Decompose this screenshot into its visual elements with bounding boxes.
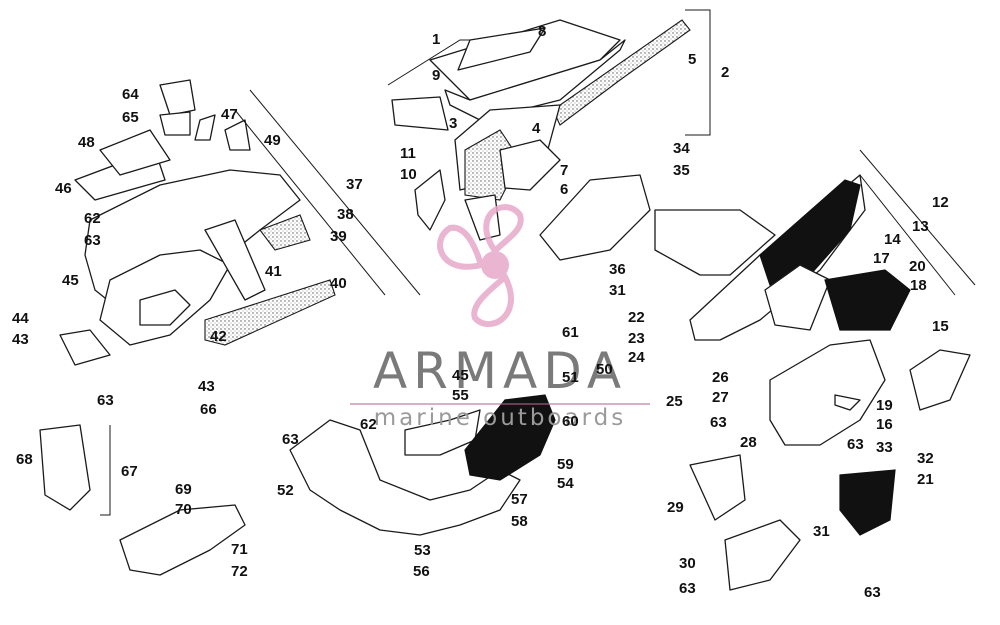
watermark-tagline: marine outboards xyxy=(374,405,626,431)
callout-23: 23 xyxy=(628,330,645,347)
group-brackets xyxy=(100,9,976,516)
callout-63f: 63 xyxy=(679,580,696,597)
callout-63c: 63 xyxy=(282,431,299,448)
propeller-logo-icon xyxy=(437,204,524,328)
callout-48: 48 xyxy=(78,134,95,151)
callout-70: 70 xyxy=(175,501,192,518)
callout-16: 16 xyxy=(876,416,893,433)
callout-63e: 63 xyxy=(847,436,864,453)
hood-dash-assembly xyxy=(59,79,336,366)
callout-51: 51 xyxy=(562,369,579,386)
callout-35: 35 xyxy=(673,162,690,179)
callout-31b: 31 xyxy=(813,523,830,540)
callout-62a: 62 xyxy=(84,210,101,227)
callout-63g: 63 xyxy=(864,584,881,601)
callout-43a: 43 xyxy=(12,331,29,348)
callout-47: 47 xyxy=(221,106,238,123)
callout-45a: 45 xyxy=(62,272,79,289)
callout-69: 69 xyxy=(175,481,192,498)
side-panel-assembly xyxy=(539,174,971,446)
callout-11: 11 xyxy=(400,145,416,162)
callout-38: 38 xyxy=(337,206,354,223)
callout-6: 6 xyxy=(560,181,568,198)
callout-65: 65 xyxy=(122,109,139,126)
callout-34: 34 xyxy=(673,140,690,157)
callout-67: 67 xyxy=(121,463,138,480)
callout-40: 40 xyxy=(330,275,347,292)
callout-60: 60 xyxy=(562,413,579,430)
callout-55: 55 xyxy=(452,387,469,404)
callout-32: 32 xyxy=(917,450,934,467)
windshield-assembly xyxy=(391,19,691,241)
callout-42: 42 xyxy=(210,328,227,345)
callout-7: 7 xyxy=(560,162,568,179)
callout-14: 14 xyxy=(884,231,901,248)
watermark-brand: ARMADA xyxy=(373,342,627,400)
callout-13: 13 xyxy=(912,218,929,235)
callout-12: 12 xyxy=(932,194,949,211)
callout-33: 33 xyxy=(876,439,893,456)
callout-2: 2 xyxy=(721,64,729,81)
callout-31a: 31 xyxy=(609,282,626,299)
callout-20: 20 xyxy=(909,258,926,275)
callout-63b: 63 xyxy=(97,392,114,409)
callout-62b: 62 xyxy=(360,416,377,433)
callout-39: 39 xyxy=(330,228,347,245)
callout-24: 24 xyxy=(628,349,645,366)
callout-50: 50 xyxy=(596,361,613,378)
callout-68: 68 xyxy=(16,451,33,468)
callout-59: 59 xyxy=(557,456,574,473)
callout-15: 15 xyxy=(932,318,949,335)
callout-57: 57 xyxy=(511,491,528,508)
callout-25: 25 xyxy=(666,393,683,410)
callout-18: 18 xyxy=(910,277,927,294)
callout-26: 26 xyxy=(712,369,729,386)
callout-37: 37 xyxy=(346,176,363,193)
callout-44: 44 xyxy=(12,310,29,327)
callout-53: 53 xyxy=(414,542,431,559)
callout-49: 49 xyxy=(264,132,281,149)
callout-56: 56 xyxy=(413,563,430,580)
callout-61: 61 xyxy=(562,324,579,341)
callout-5: 5 xyxy=(688,51,696,68)
callout-28: 28 xyxy=(740,434,757,451)
callout-66: 66 xyxy=(200,401,217,418)
callout-8: 8 xyxy=(538,23,546,40)
callout-1: 1 xyxy=(432,31,440,48)
callout-72: 72 xyxy=(231,563,248,580)
callout-36: 36 xyxy=(609,261,626,278)
callout-45b: 45 xyxy=(452,367,469,384)
callout-63a: 63 xyxy=(84,232,101,249)
callout-21: 21 xyxy=(917,471,934,488)
callout-30: 30 xyxy=(679,555,696,572)
callout-22: 22 xyxy=(628,309,645,326)
callout-41: 41 xyxy=(265,263,282,280)
callout-54: 54 xyxy=(557,475,574,492)
callout-58: 58 xyxy=(511,513,528,530)
callout-63d: 63 xyxy=(710,414,727,431)
callout-10: 10 xyxy=(400,166,417,183)
callout-43b: 43 xyxy=(198,378,215,395)
callout-3: 3 xyxy=(449,115,457,132)
belly-pan-assembly xyxy=(289,394,556,536)
callout-52: 52 xyxy=(277,482,294,499)
callout-19: 19 xyxy=(876,397,893,414)
callout-9: 9 xyxy=(432,67,440,84)
callout-17: 17 xyxy=(873,250,890,267)
callout-29: 29 xyxy=(667,499,684,516)
callout-64: 64 xyxy=(122,86,139,103)
callout-4: 4 xyxy=(532,120,541,137)
callout-labels: 1 2 3 4 5 6 7 8 9 10 11 12 13 14 15 16 1… xyxy=(12,23,949,601)
callout-46: 46 xyxy=(55,180,72,197)
callout-27: 27 xyxy=(712,389,729,406)
callout-71: 71 xyxy=(231,541,248,558)
small-components xyxy=(39,424,896,591)
